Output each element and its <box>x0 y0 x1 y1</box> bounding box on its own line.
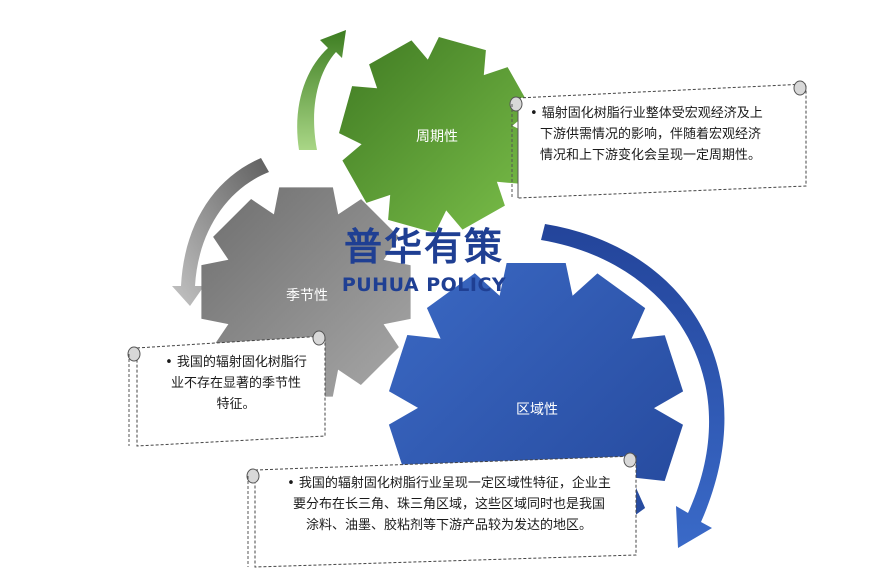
gear-cyclical: 周期性 <box>339 37 535 233</box>
logo-en-text: PUHUA POLICY <box>342 274 506 296</box>
note-box-seasonal <box>127 330 326 447</box>
note-text-cyclical: • 辐射固化树脂行业整体受宏观经济及上 下游供需情况的影响，伴随着宏观经济 情况… <box>530 103 802 166</box>
arrow-green-icon <box>297 30 346 150</box>
logo-cn-text: 普华有策 <box>344 225 504 269</box>
note-text-seasonal: • 我国的辐射固化树脂行 业不存在显著的季节性 特征。 <box>150 352 322 415</box>
note-box-regional <box>246 452 637 568</box>
note-line: 下游供需情况的影响，伴随着宏观经济 <box>540 127 762 142</box>
puhua-logo: 普华有策 PUHUA POLICY <box>342 225 506 296</box>
note-text-regional: • 我国的辐射固化树脂行业呈现一定区域性特征，企业主 要分布在长三角、珠三角区域… <box>264 473 634 536</box>
note-line: 业不存在显著的季节性 <box>170 376 301 391</box>
note-line: 要分布在长三角、珠三角区域，这些区域同时也是我国 <box>292 497 605 512</box>
note-line: • 辐射固化树脂行业整体受宏观经济及上 <box>530 106 763 121</box>
gear-label-regional: 区域性 <box>516 402 558 418</box>
gear-label-seasonal: 季节性 <box>286 288 328 304</box>
note-box-cyclical <box>509 80 807 199</box>
arrow-gray-icon <box>172 158 269 306</box>
note-line: 涂料、油墨、胶粘剂等下游产品较为发达的地区。 <box>305 518 592 533</box>
arrow-blue-icon <box>541 224 725 548</box>
note-line: • 我国的辐射固化树脂行业呈现一定区域性特征，企业主 <box>287 476 611 491</box>
gear-label-cyclical: 周期性 <box>416 129 458 145</box>
note-line: 情况和上下游变化会呈现一定周期性。 <box>540 148 762 163</box>
note-line: 特征。 <box>216 397 256 412</box>
note-line: • 我国的辐射固化树脂行 <box>165 355 307 370</box>
